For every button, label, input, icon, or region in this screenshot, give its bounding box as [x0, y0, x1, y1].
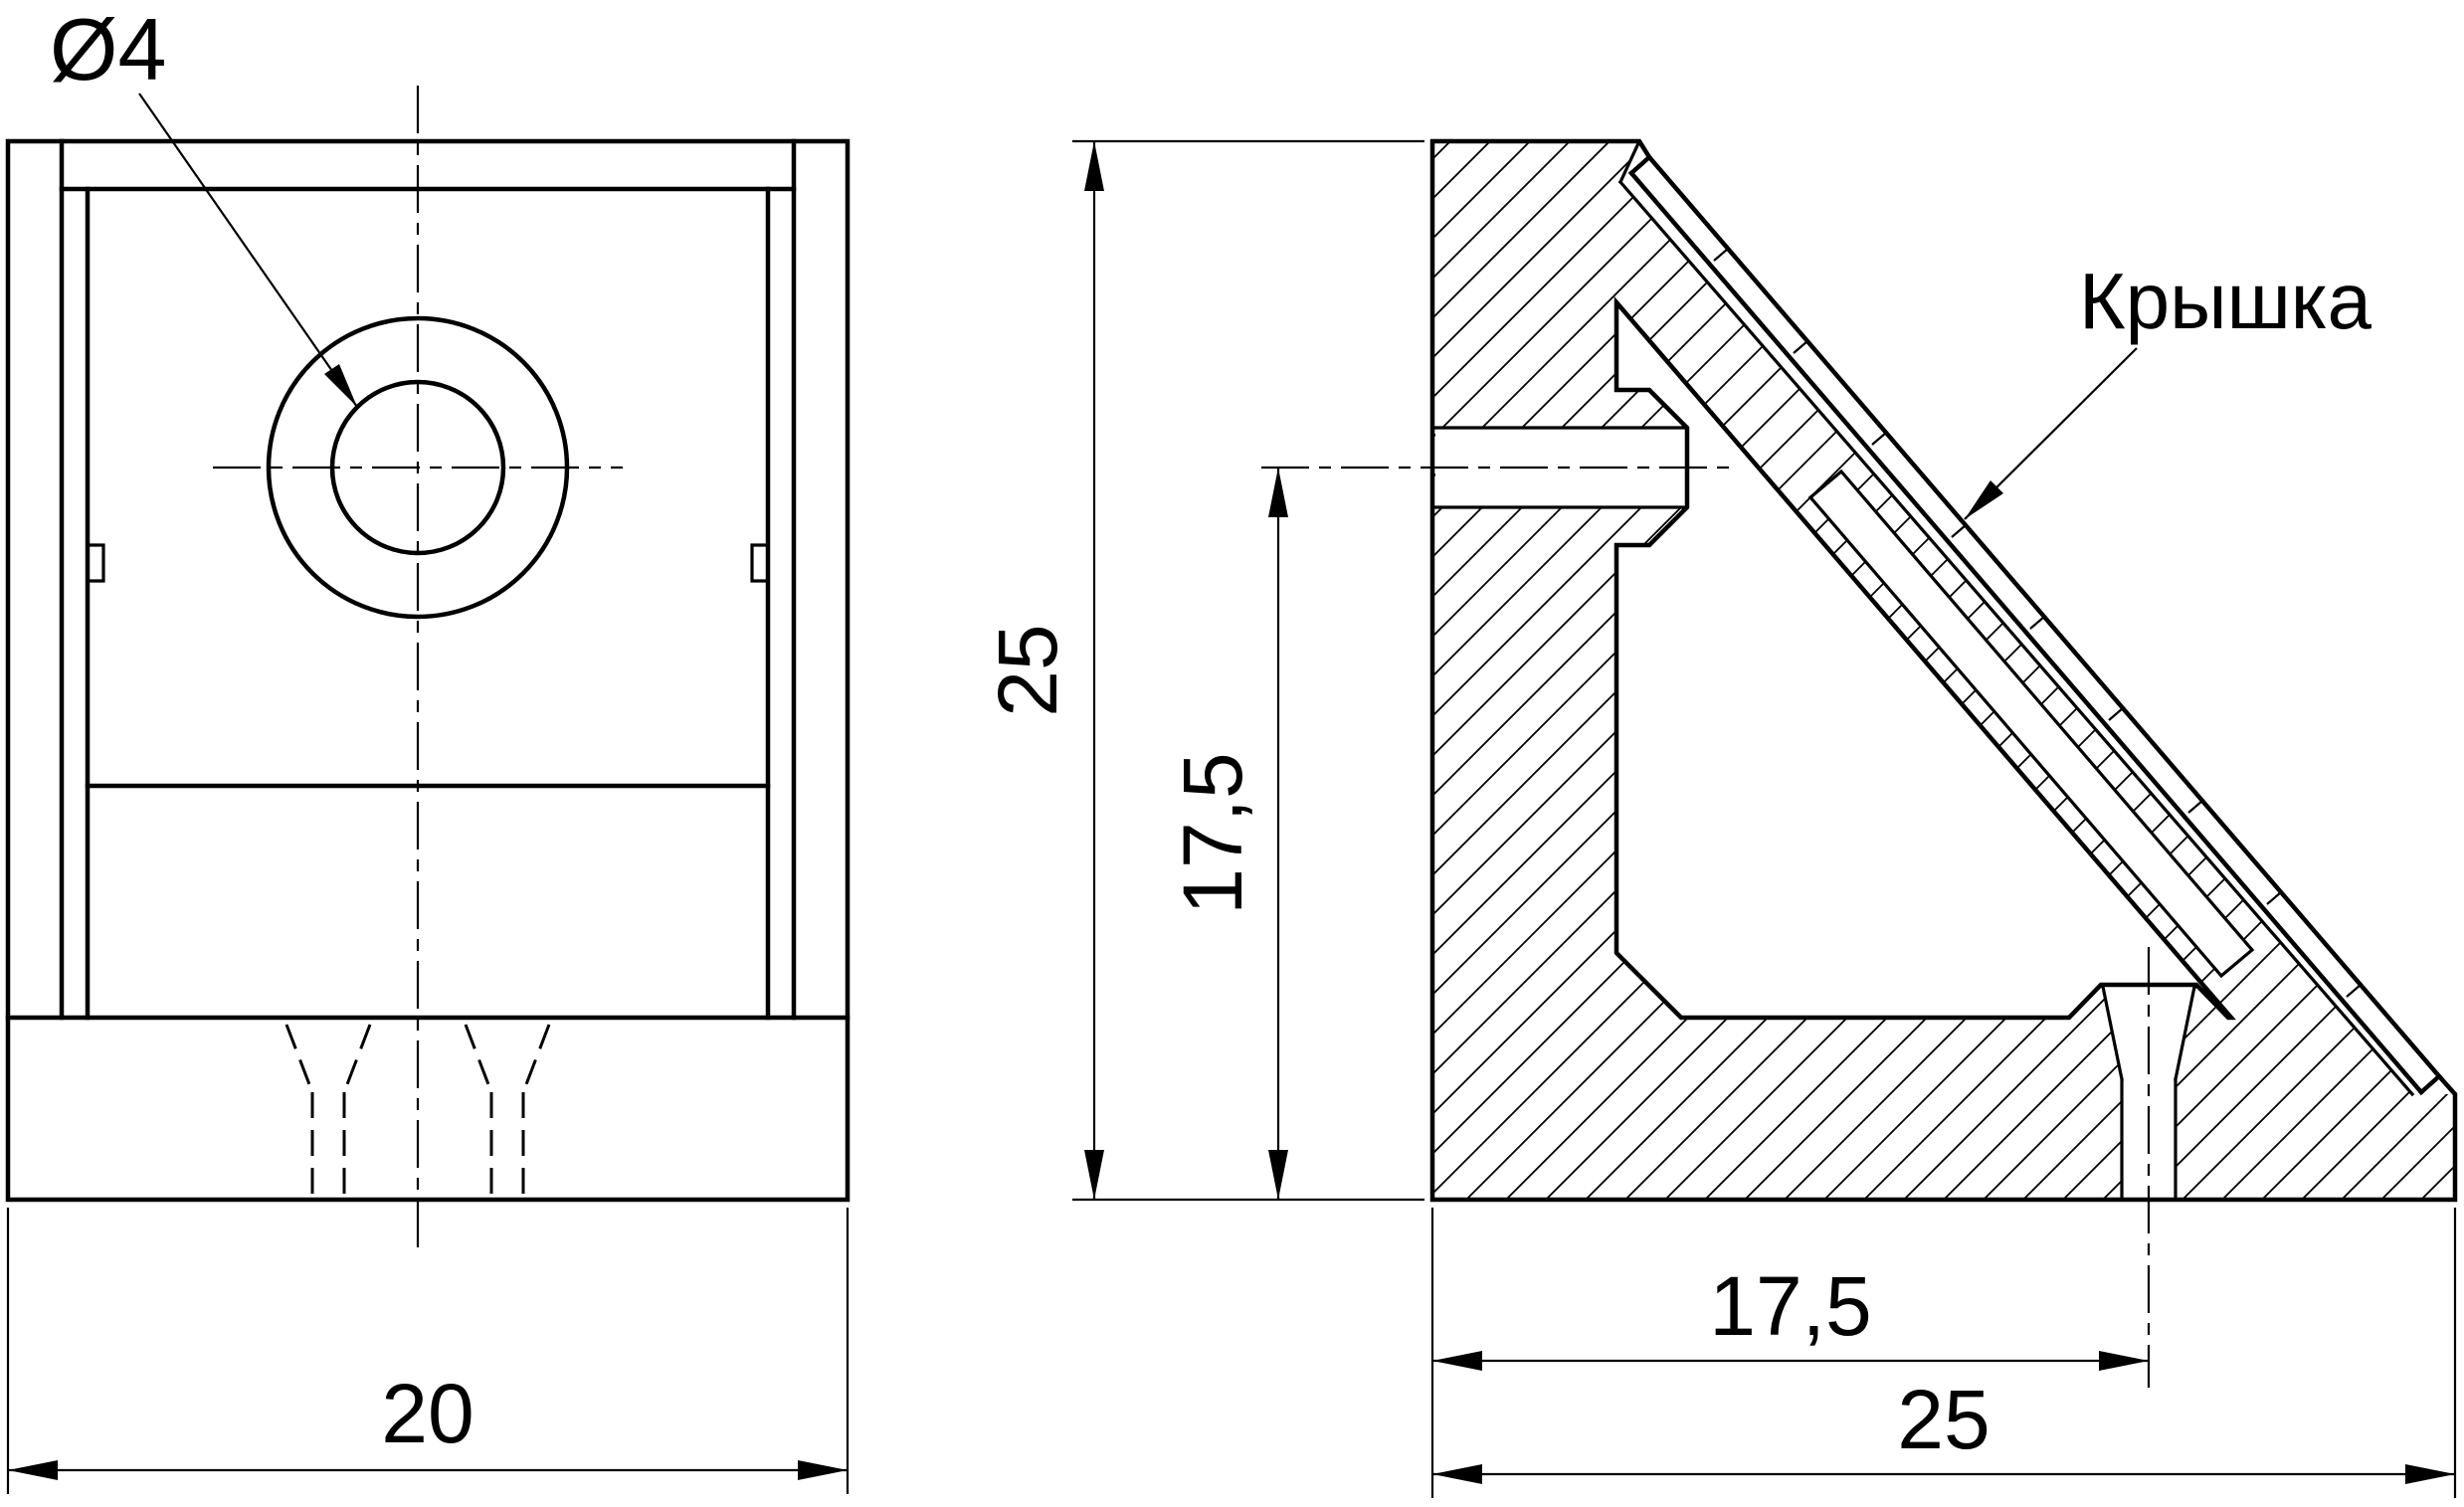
- hidden-line: [284, 1024, 314, 1093]
- diagonal-groove: [1807, 469, 2255, 979]
- arrowhead: [8, 1460, 58, 1480]
- hole-offset-dimension-label: 17,5: [1709, 1259, 1872, 1353]
- cover-inner-face: [1627, 169, 2425, 1096]
- cover-top-end: [1627, 153, 1653, 177]
- right-nub: [750, 543, 770, 583]
- side-section-view: [1261, 138, 2458, 1388]
- side-width-dimension-label: 25: [1897, 1373, 1990, 1466]
- arrowhead: [2099, 1351, 2149, 1371]
- front-outline: [5, 138, 851, 1203]
- leader-arrowhead: [1965, 480, 2003, 519]
- bottom-hole: [2101, 985, 2196, 1202]
- cover-label: Крышка: [2079, 257, 2372, 345]
- extension-lines-side-width: [1430, 1208, 2457, 1498]
- hidden-line: [342, 1024, 372, 1093]
- extension-lines-side-height: [1072, 139, 1424, 1202]
- body-top-chamfer: [1617, 138, 1642, 185]
- section-hatching: [1432, 141, 2455, 1200]
- cavity-outline: [1613, 295, 2236, 1021]
- front-width-dimension-label: 20: [381, 1367, 474, 1460]
- hole-leader-line: [138, 93, 358, 408]
- cover-bottom-end: [2417, 1072, 2443, 1096]
- arrowhead: [1432, 1351, 1482, 1371]
- side-height-dimension-label: 25: [981, 624, 1074, 716]
- left-nub: [86, 543, 105, 583]
- cover-serrations: [1713, 248, 2362, 998]
- hidden-countersunk-holes: [284, 1024, 551, 1198]
- arrowhead: [1268, 468, 1288, 517]
- labels: Ø4 Крышка: [50, 0, 2372, 520]
- arrowhead: [798, 1460, 848, 1480]
- arrowhead: [1084, 141, 1104, 191]
- arrowhead: [1432, 1464, 1482, 1484]
- body-diagonal-face: [1617, 179, 2415, 1097]
- leader-arrowhead: [324, 364, 357, 407]
- hole-diameter-label: Ø4: [50, 0, 166, 98]
- extension-lines-front-width: [6, 1208, 850, 1494]
- hole-height-dimension-label: 17,5: [1166, 752, 1259, 915]
- front-view: [5, 86, 851, 1255]
- arrowhead: [1084, 1150, 1104, 1200]
- hidden-line: [464, 1024, 493, 1093]
- arrowhead: [2405, 1464, 2455, 1484]
- arrowhead: [1268, 1150, 1288, 1200]
- dimensions: 20 25 17,5 17,5 25: [6, 139, 2457, 1498]
- outer-profile: [1429, 138, 2458, 1203]
- hidden-line: [521, 1024, 551, 1093]
- side-hole: [1430, 426, 1689, 509]
